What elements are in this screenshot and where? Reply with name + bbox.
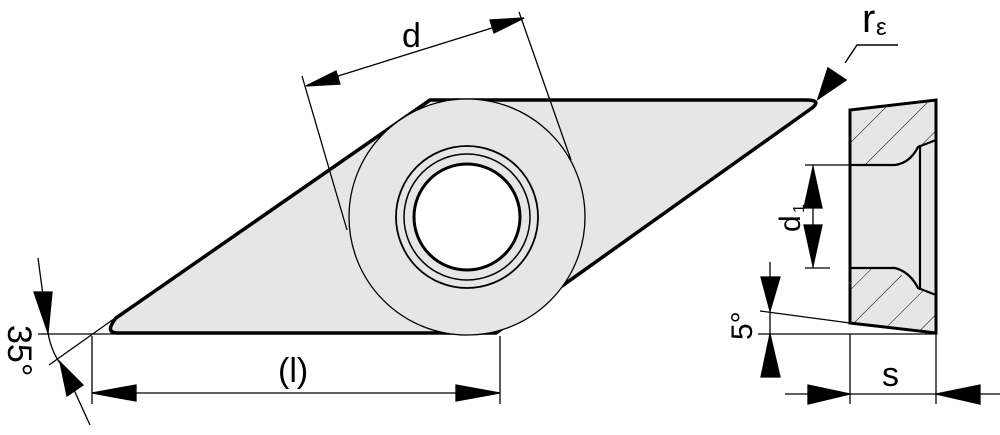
label-d1-subscript: 1 — [791, 204, 808, 213]
label-clearance-angle: 5° — [726, 311, 759, 340]
label-d1: d — [774, 215, 807, 232]
center-hole — [412, 162, 522, 272]
dimension-length — [91, 336, 501, 404]
dimension-nose-angle — [33, 257, 119, 426]
label-corner-radius-subscript: ε — [876, 14, 887, 41]
insert-top-view — [108, 98, 818, 336]
label-thickness: s — [882, 356, 899, 394]
label-length: (l) — [278, 352, 308, 390]
dimension-corner-radius — [816, 44, 898, 101]
insert-side-section — [848, 98, 938, 335]
label-nose-angle: 35° — [0, 325, 38, 376]
dimension-thickness — [785, 334, 1000, 405]
dimension-clearance-angle — [758, 262, 936, 378]
label-corner-radius: r — [862, 0, 875, 41]
label-d: d — [402, 17, 421, 55]
dimension-d1 — [803, 164, 850, 269]
dimension-d — [301, 11, 572, 231]
